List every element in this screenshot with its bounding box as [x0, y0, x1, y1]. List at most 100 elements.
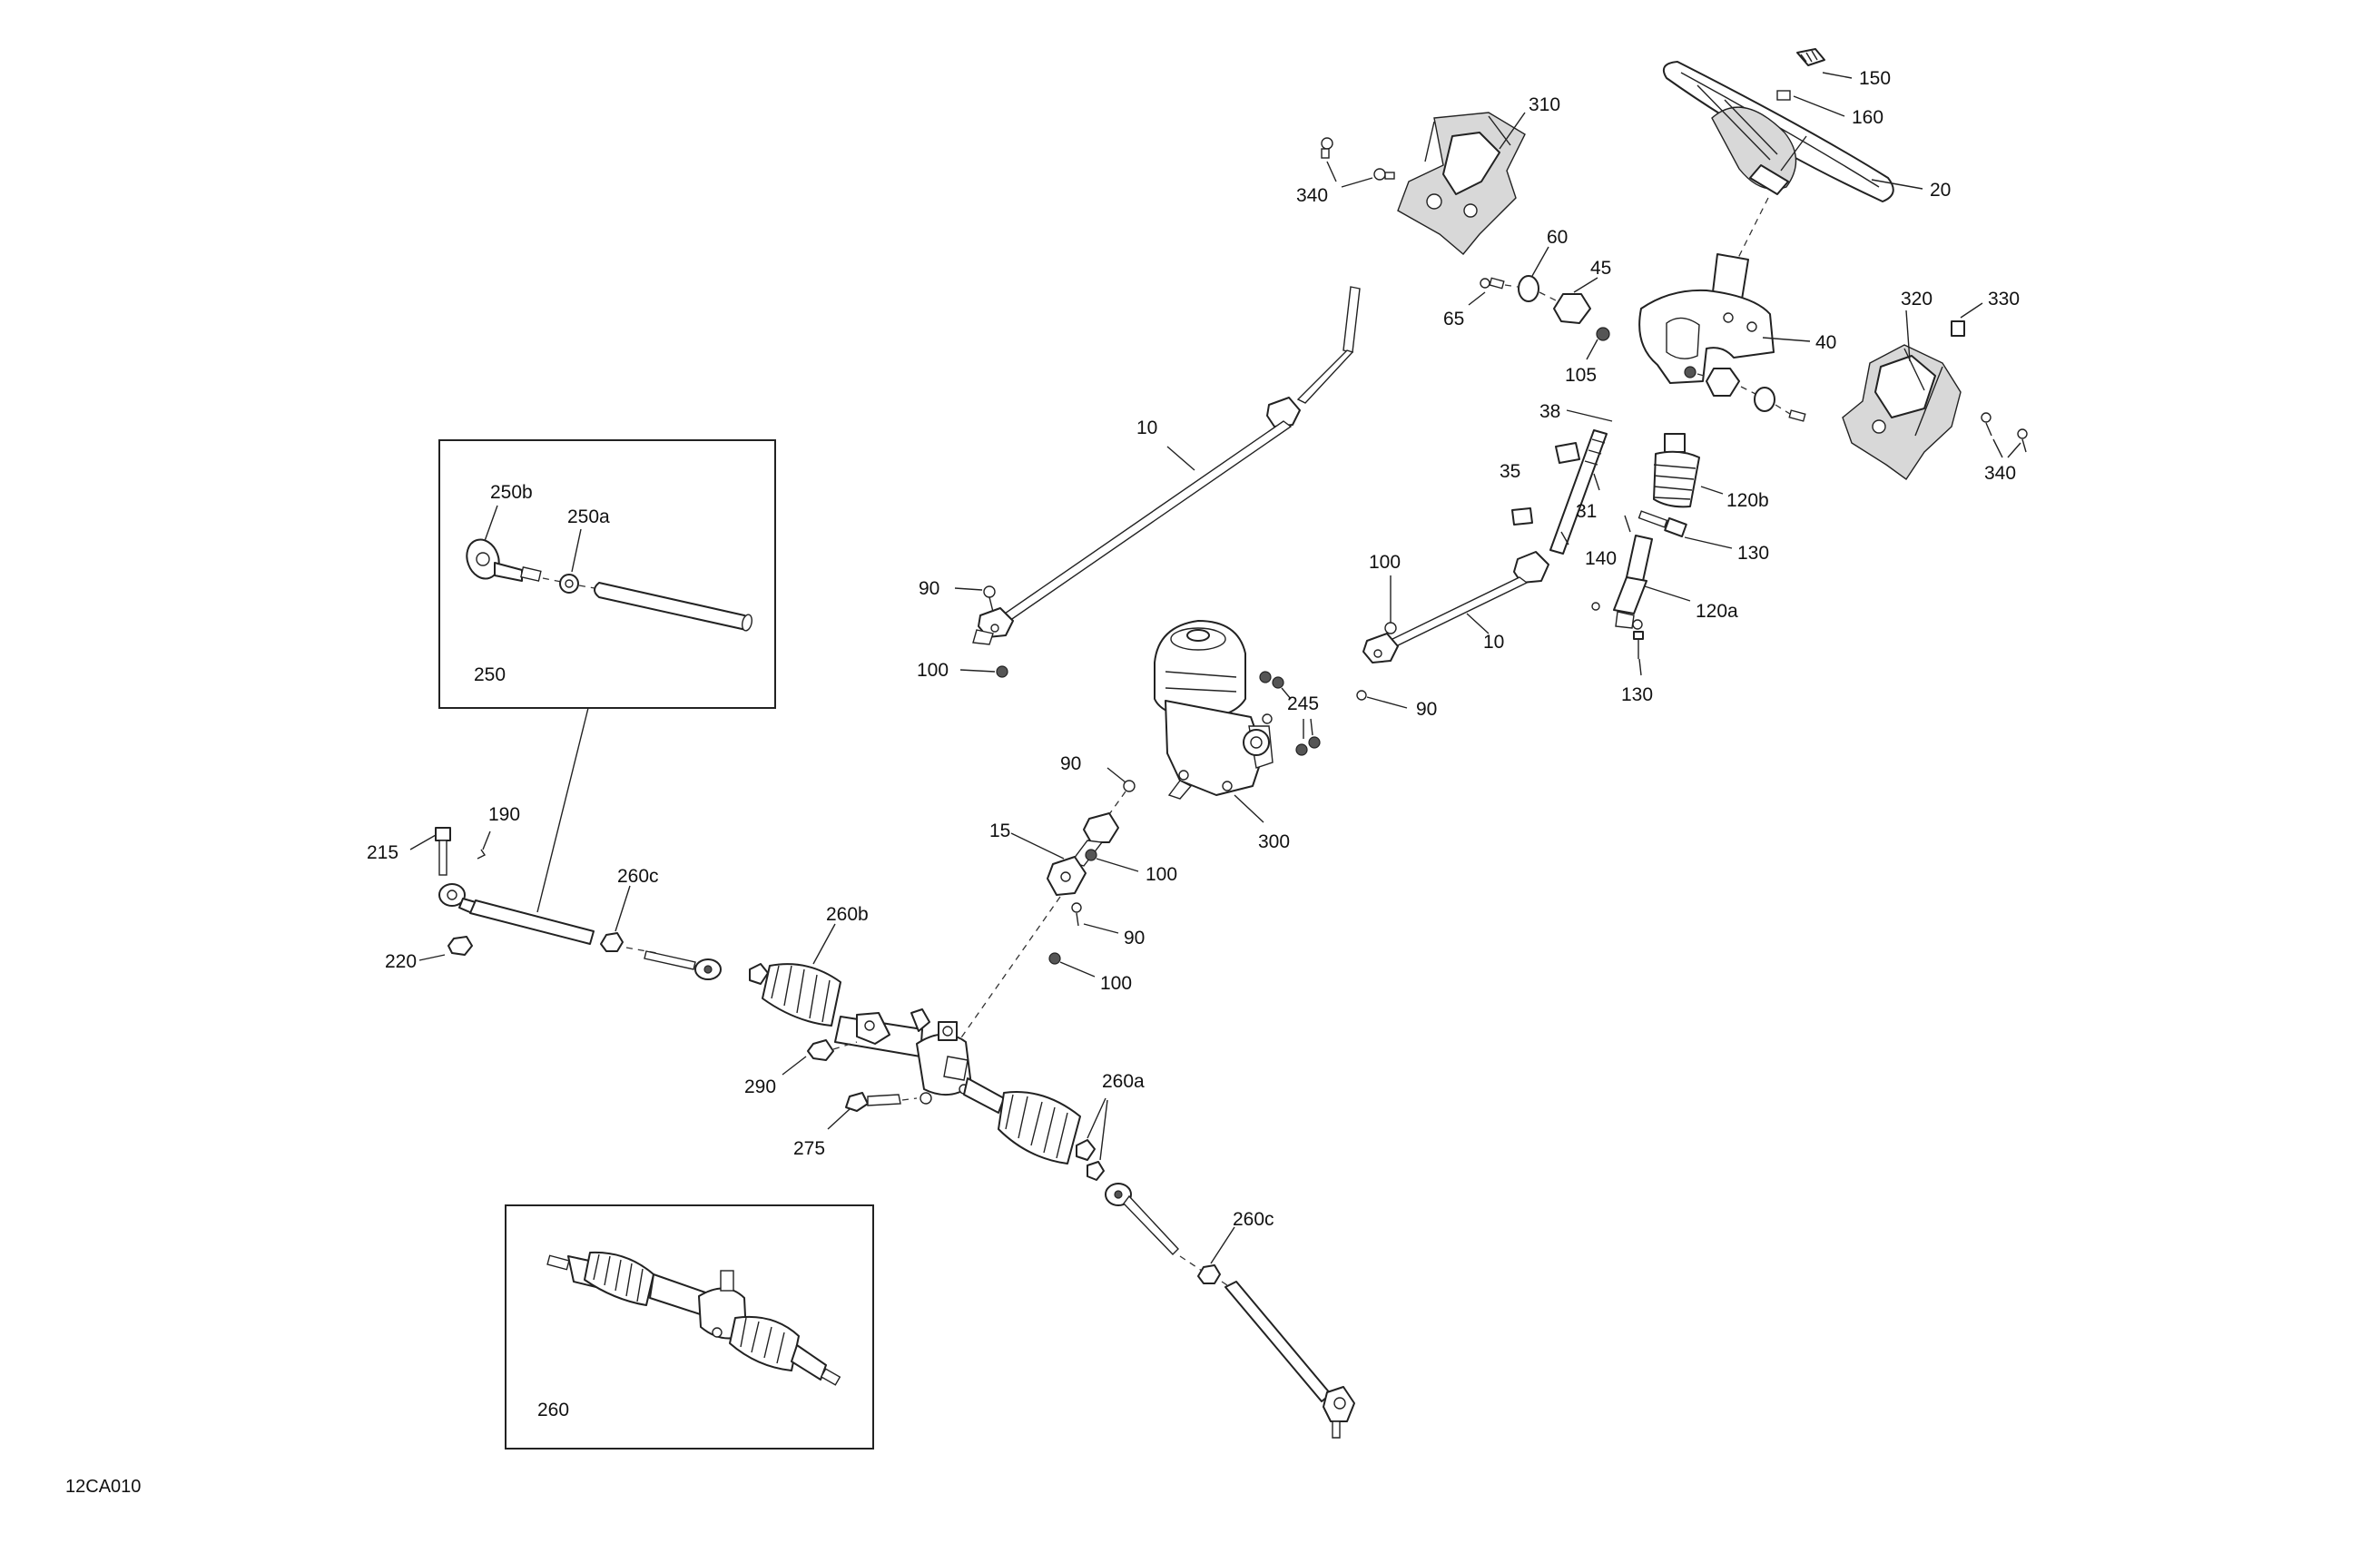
callout-35: 35	[1500, 461, 1520, 482]
rack-housing	[834, 1008, 930, 1057]
clip-35b	[1511, 507, 1533, 526]
nut-100-low	[1048, 952, 1061, 965]
callout-275: 275	[793, 1138, 825, 1159]
callout-120a: 120a	[1696, 601, 1738, 622]
nut-100-mid	[1384, 622, 1397, 634]
gas-spring-120a-part	[1613, 535, 1653, 630]
bolt-275	[845, 1092, 918, 1112]
nuts-245	[1259, 671, 1321, 756]
nut-100-shaft	[1085, 849, 1097, 861]
console-cover-320-part	[1842, 344, 1962, 480]
callout-100-mid: 100	[1369, 552, 1401, 573]
bolt-90-mid	[1071, 902, 1082, 927]
inset-label-260: 260	[537, 1400, 569, 1420]
callout-260b: 260b	[826, 904, 869, 925]
callout-220: 220	[385, 951, 417, 972]
inset-rack-assembly	[546, 1251, 841, 1386]
callout-90-shaft: 90	[1060, 753, 1081, 774]
callout-65: 65	[1443, 309, 1464, 329]
nut-220	[447, 936, 473, 956]
bushings-right	[1684, 366, 1806, 422]
callout-120b: 120b	[1726, 490, 1769, 511]
intermediate-shaft-lower	[1362, 551, 1549, 663]
intermediate-shaft-upper	[972, 286, 1361, 645]
bolt-130-top	[1637, 510, 1687, 537]
steering-wheel-part	[1663, 61, 1894, 202]
bushings-left	[1480, 275, 1610, 341]
bolt-290	[807, 1039, 858, 1061]
console-cover-310-part	[1397, 112, 1526, 255]
callout-10-lower: 10	[1483, 632, 1504, 653]
callout-260c-right: 260c	[1233, 1209, 1274, 1230]
callout-250b: 250b	[490, 482, 533, 503]
figure-code: 12CA010	[65, 1477, 141, 1497]
clamps-right	[1076, 1139, 1105, 1181]
inset-right-boot	[729, 1315, 800, 1371]
callout-290: 290	[744, 1076, 776, 1097]
inner-tie-rod-left	[644, 950, 722, 980]
universal-joint-15-part	[1047, 812, 1119, 896]
callout-190: 190	[488, 804, 520, 825]
callout-90-mid: 90	[1124, 928, 1145, 948]
rack-right-tube	[963, 1077, 1005, 1114]
lower-column-shaft	[1549, 429, 1608, 555]
inset-left-boot	[584, 1251, 654, 1306]
callout-60: 60	[1547, 227, 1568, 248]
callout-340-right: 340	[1984, 463, 2016, 484]
callout-100-upper: 100	[917, 660, 949, 681]
inset-250-leader	[536, 707, 589, 913]
callout-310: 310	[1529, 94, 1560, 115]
callout-150: 150	[1859, 68, 1891, 89]
callout-45: 45	[1590, 258, 1611, 279]
callout-31: 31	[1576, 501, 1597, 522]
tie-rod-tube-part	[594, 582, 752, 632]
callout-330: 330	[1988, 289, 2020, 310]
left-tie-rod-end	[438, 883, 477, 914]
jam-nut-260c-left	[600, 932, 624, 952]
clip-330	[1951, 320, 1965, 337]
right-tie-rod	[1224, 1281, 1355, 1439]
callout-160: 160	[1852, 107, 1883, 128]
inset-tie-rod: 250b 250a 250	[438, 439, 776, 709]
nut-100-upper	[996, 665, 1008, 678]
callout-105: 105	[1565, 365, 1597, 386]
clamp-left	[749, 963, 769, 985]
bolt-90-right	[1356, 690, 1367, 701]
callout-40: 40	[1815, 332, 1836, 353]
inner-tie-rod-right	[1105, 1183, 1179, 1255]
callout-260a: 260a	[1102, 1071, 1145, 1092]
callout-130-top: 130	[1737, 543, 1769, 564]
bolt-215	[435, 827, 451, 876]
callout-10-upper: 10	[1136, 418, 1157, 438]
screws-340-right	[1981, 412, 2028, 453]
callout-340-top: 340	[1296, 185, 1328, 206]
jam-nut-260c-right	[1197, 1264, 1221, 1284]
horn-cap-part	[1796, 48, 1825, 66]
inset-rack: 260	[505, 1204, 874, 1450]
callout-140: 140	[1585, 548, 1617, 569]
bolt-90-shaft	[1123, 780, 1136, 792]
clip-35a	[1555, 442, 1580, 464]
callout-90-upper: 90	[919, 578, 939, 599]
tie-rod-end-part	[466, 538, 542, 582]
left-tie-rod-tube	[469, 899, 595, 945]
boot-260a-part	[998, 1091, 1081, 1165]
power-steering-unit-part	[1154, 620, 1274, 800]
inset-label-250: 250	[474, 664, 506, 685]
callout-100-shaft: 100	[1146, 864, 1177, 885]
callout-215: 215	[367, 842, 398, 863]
cotter-pin-190	[477, 849, 487, 860]
steering-column-40-part	[1638, 253, 1775, 384]
callout-245: 245	[1287, 693, 1319, 714]
callout-300: 300	[1258, 831, 1290, 852]
callout-320: 320	[1901, 289, 1933, 310]
wheel-nut-part	[1776, 90, 1791, 101]
callout-38: 38	[1539, 401, 1560, 422]
callout-130-bottom: 130	[1621, 684, 1653, 705]
boot-120b-part	[1653, 433, 1700, 508]
screws-340-top	[1321, 137, 1395, 181]
callout-250a: 250a	[567, 506, 610, 527]
bolt-90-upper	[983, 585, 996, 613]
boot-260b-part	[762, 963, 841, 1027]
